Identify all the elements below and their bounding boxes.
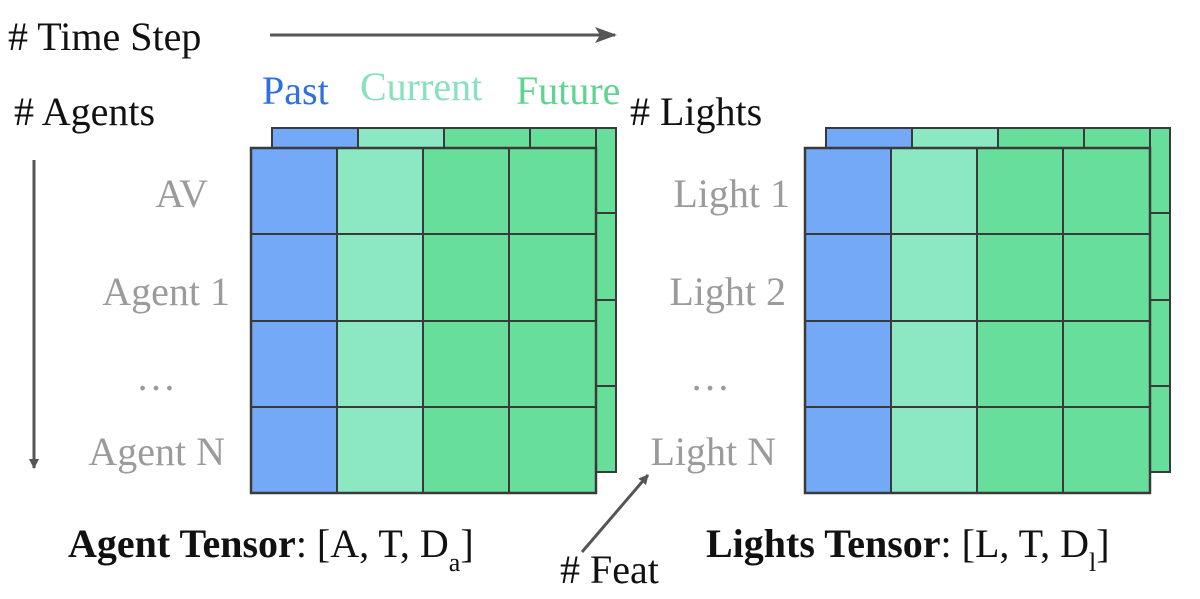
agent-tensor-front-grid — [249, 146, 598, 495]
agent-row-label-1: Agent 1 — [102, 269, 230, 314]
legend-past: Past — [262, 68, 329, 113]
lights-axis-label: # Lights — [630, 89, 762, 134]
lights-caption-sub: l — [1089, 548, 1096, 577]
agent-row-label-av: AV — [155, 171, 208, 216]
feat-label: # Feat — [560, 547, 659, 592]
time-step-label: # Time Step — [8, 14, 201, 59]
legend-current: Current — [360, 64, 482, 109]
agent-caption-close: ] — [460, 521, 473, 566]
light-row-ellipsis: … — [690, 354, 730, 399]
agent-row-ellipsis: … — [136, 354, 176, 399]
legend-future: Future — [516, 68, 620, 113]
light-row-label-1: Light 1 — [673, 171, 790, 216]
agent-row-label-n: Agent N — [88, 429, 225, 474]
lights-tensor-caption: Lights Tensor: [L, T, Dl] — [706, 521, 1110, 577]
lights-tensor-front-grid — [803, 146, 1152, 495]
lights-caption-close: ] — [1096, 521, 1109, 566]
agent-tensor-caption: Agent Tensor: [A, T, Da] — [68, 521, 474, 577]
lights-caption-bold: Lights Tensor — [706, 521, 941, 566]
agent-caption-sub: a — [449, 548, 461, 577]
agent-caption-bold: Agent Tensor — [68, 521, 296, 566]
agent-caption-rest: : [A, T, D — [296, 521, 449, 566]
light-row-label-n: Light N — [650, 429, 776, 474]
feat-axis-arrow — [580, 474, 650, 553]
lights-caption-rest: : [L, T, D — [941, 521, 1090, 566]
agents-axis-label: # Agents — [14, 89, 155, 134]
light-row-label-2: Light 2 — [669, 269, 786, 314]
